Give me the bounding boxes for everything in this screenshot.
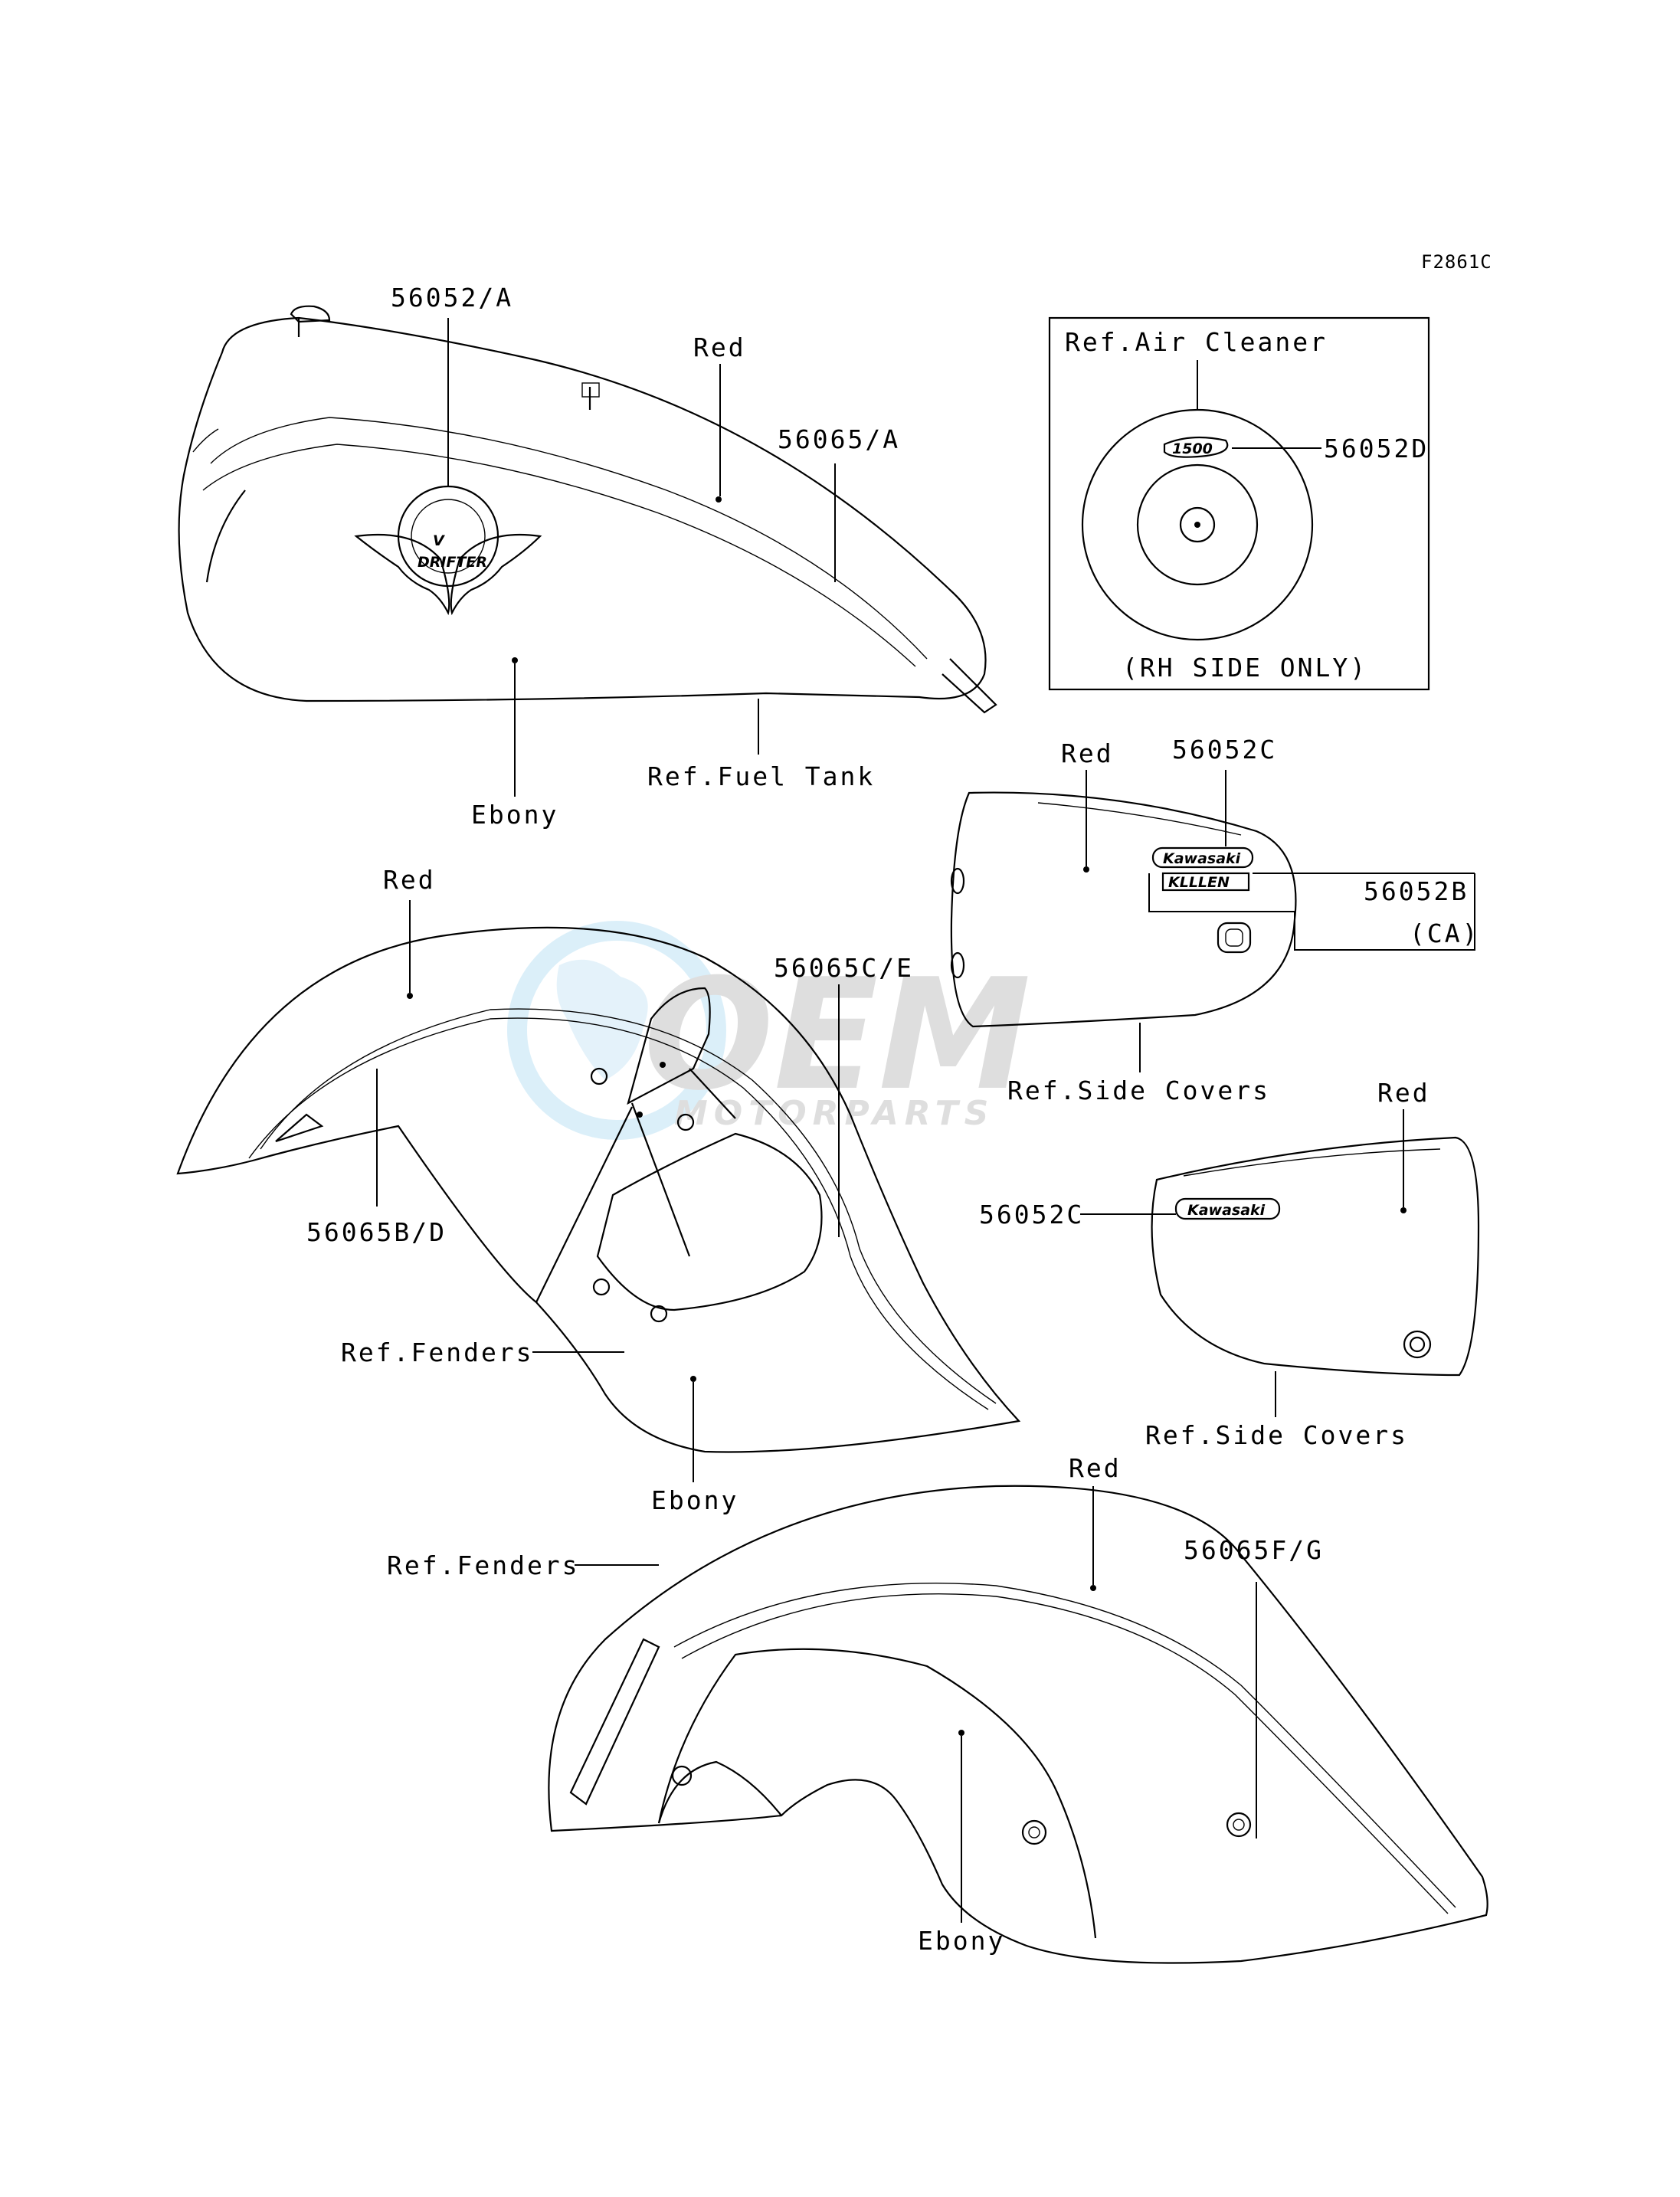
label-56065b-d: 56065B/D xyxy=(306,1217,447,1247)
watermark-globe-icon xyxy=(507,921,726,1140)
fuel-tank: V DRIFTER xyxy=(178,305,997,714)
label-rear-fender-red: Red xyxy=(1069,1453,1122,1483)
watermark-subtext: MOTORPARTS xyxy=(674,1094,994,1133)
klllen-decal-text: KLLLEN xyxy=(1168,874,1230,891)
label-ca: (CA) xyxy=(1410,918,1479,948)
label-ref-fenders-1: Ref.Fenders xyxy=(341,1338,534,1367)
side-cover-left: Kawasaki xyxy=(1151,1136,1480,1377)
figure-code: F2861C xyxy=(1421,251,1492,273)
label-left-cover-red: Red xyxy=(1377,1078,1430,1108)
label-ref-fuel-tank: Ref.Fuel Tank xyxy=(647,761,875,791)
air-cleaner-box: 1500 xyxy=(1048,316,1430,691)
klllen-decal xyxy=(1161,872,1250,892)
label-ref-side-covers-2: Ref.Side Covers xyxy=(1145,1420,1408,1450)
model-badge: 1500 xyxy=(1172,440,1213,457)
label-56052c-left: 56052C xyxy=(979,1200,1084,1229)
label-ref-air-cleaner: Ref.Air Cleaner xyxy=(1065,327,1328,357)
rear-fender xyxy=(548,1485,1488,1964)
label-56052d: 56052D xyxy=(1324,434,1429,463)
air-cleaner-1500-badge xyxy=(1163,436,1229,458)
label-tank-ebony: Ebony xyxy=(471,800,558,830)
drifter-v-badge: V DRIFTER xyxy=(354,485,542,616)
label-tank-red: Red xyxy=(693,332,746,362)
label-56065c-e: 56065C/E xyxy=(774,953,914,983)
label-56052-a: 56052/A xyxy=(391,283,513,313)
badge-text: DRIFTER xyxy=(418,554,487,571)
front-fender xyxy=(176,926,1021,1453)
kawasaki-decal-left-text: Kawasaki xyxy=(1187,1202,1266,1219)
label-56052c-top: 56052C xyxy=(1172,735,1277,765)
label-front-fender-ebony: Ebony xyxy=(651,1485,738,1515)
kawasaki-decal-text: Kawasaki xyxy=(1163,850,1241,867)
label-56052b: 56052B xyxy=(1364,876,1469,906)
label-ref-side-covers-1: Ref.Side Covers xyxy=(1007,1076,1270,1105)
kawasaki-decal-left xyxy=(1174,1197,1281,1220)
kawasaki-decal xyxy=(1151,846,1254,869)
label-ref-fenders-2: Ref.Fenders xyxy=(387,1550,580,1580)
label-rear-fender-ebony: Ebony xyxy=(918,1926,1005,1956)
badge-letter: V xyxy=(433,532,445,549)
side-cover-right: Kawasaki KLLLEN xyxy=(950,791,1297,1028)
label-56065f-g: 56065F/G xyxy=(1184,1535,1324,1565)
label-side-cover-red: Red xyxy=(1061,738,1114,768)
label-rh-side-only: (RH SIDE ONLY) xyxy=(1122,653,1367,683)
label-56065-a: 56065/A xyxy=(778,424,900,454)
label-front-fender-red: Red xyxy=(383,865,436,895)
